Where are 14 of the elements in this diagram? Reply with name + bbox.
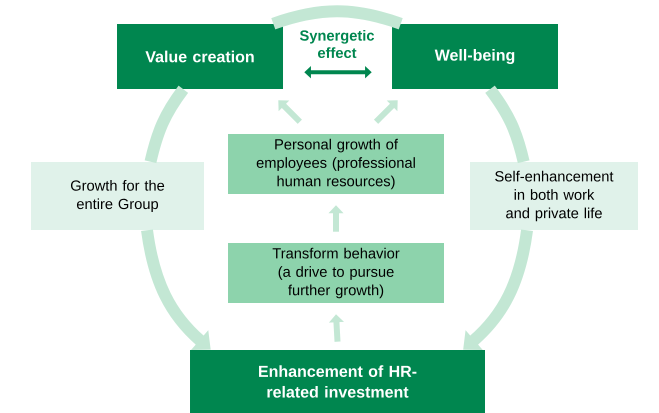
ring-segment — [271, 5, 403, 30]
arrow — [374, 100, 398, 124]
process-box: Personal growth of employees (professional human resources) — [228, 134, 444, 194]
ring-segment — [144, 86, 188, 164]
note-box: Self-enhancement in both work and private life — [470, 162, 638, 230]
edge-label: Synergetic effect — [294, 28, 380, 60]
ring-segment — [485, 86, 530, 164]
note-box: Growth for the entire Group — [31, 162, 204, 230]
heading-box: Enhancement of HR-related investment — [190, 350, 485, 413]
arrow — [278, 100, 302, 124]
heading-box: Value creation — [117, 24, 283, 89]
ring-arrow — [463, 229, 533, 350]
process-box: Transform behavior (a drive to pursue further growth) — [228, 243, 444, 303]
heading-box: Well-being — [392, 24, 558, 89]
